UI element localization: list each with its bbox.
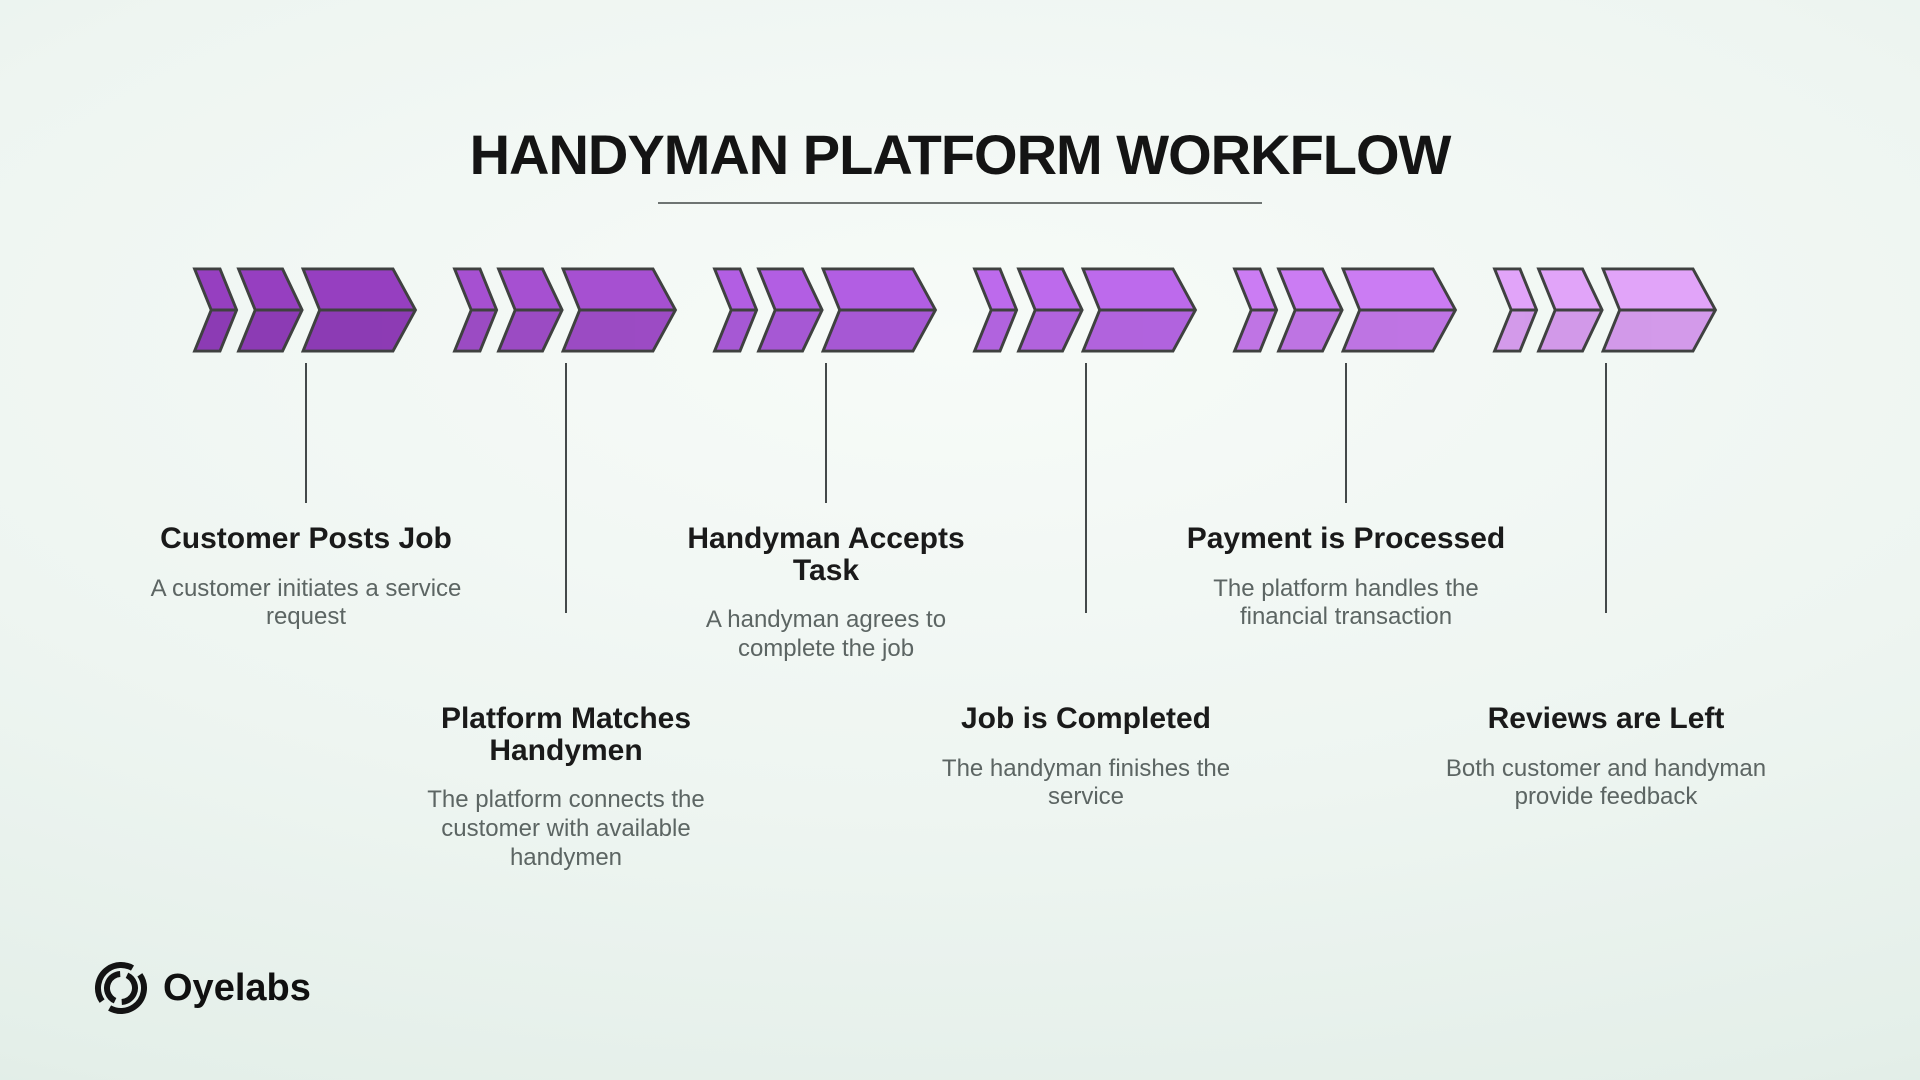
connector-line xyxy=(825,363,827,503)
step-title: Payment is Processed xyxy=(1186,522,1506,555)
chevron-arrow-icon xyxy=(192,267,420,353)
step-title: Platform Matches Handymen xyxy=(440,702,692,767)
step-title: Handyman Accepts Task xyxy=(687,522,965,587)
title-underline xyxy=(658,202,1262,204)
oyelabs-logo-icon xyxy=(95,962,147,1014)
brand-name: Oyelabs xyxy=(163,966,311,1009)
step-text: Platform Matches Handymen The platform c… xyxy=(401,703,731,872)
workflow-step-4: Job is Completed The handyman finishes t… xyxy=(942,267,1230,967)
step-description: Both customer and handyman provide feedb… xyxy=(1445,754,1767,811)
step-text: Reviews are Left Both customer and handy… xyxy=(1441,703,1771,812)
connector-line xyxy=(1605,363,1607,613)
workflow-step-2: Platform Matches Handymen The platform c… xyxy=(427,267,705,967)
connector-line xyxy=(565,363,567,613)
step-title: Job is Completed xyxy=(960,702,1212,735)
step-description: The handyman finishes the service xyxy=(941,754,1231,811)
chevron-arrow-icon xyxy=(712,267,940,353)
page-title: HANDYMAN PLATFORM WORKFLOW xyxy=(469,123,1452,186)
workflow-step-1: Customer Posts Job A customer initiates … xyxy=(151,267,461,967)
connector-line xyxy=(1345,363,1347,503)
connector-line xyxy=(305,363,307,503)
workflow-step-3: Handyman Accepts Task A handyman agrees … xyxy=(687,267,965,967)
chevron-arrow-icon xyxy=(1492,267,1720,353)
brand-footer: Oyelabs xyxy=(93,960,311,1016)
step-description: The platform handles the financial trans… xyxy=(1213,574,1479,631)
workflow-step-5: Payment is Processed The platform handle… xyxy=(1187,267,1505,967)
chevron-arrow-icon xyxy=(452,267,680,353)
workflow-steps: Customer Posts Job A customer initiates … xyxy=(0,267,1920,967)
step-text: Job is Completed The handyman finishes t… xyxy=(921,703,1251,812)
step-description: A handyman agrees to complete the job xyxy=(705,606,947,662)
connector-line xyxy=(1085,363,1087,613)
step-description: A customer initiates a service request xyxy=(150,574,462,631)
step-text: Handyman Accepts Task A handyman agrees … xyxy=(661,523,991,664)
chevron-arrow-icon xyxy=(972,267,1200,353)
step-text: Customer Posts Job A customer initiates … xyxy=(141,523,471,632)
step-description: The platform connects the customer with … xyxy=(427,786,705,871)
workflow-step-6: Reviews are Left Both customer and handy… xyxy=(1446,267,1766,967)
step-title: Reviews are Left xyxy=(1487,702,1725,735)
step-title: Customer Posts Job xyxy=(160,522,452,555)
step-text: Payment is Processed The platform handle… xyxy=(1181,523,1511,632)
chevron-arrow-icon xyxy=(1232,267,1460,353)
